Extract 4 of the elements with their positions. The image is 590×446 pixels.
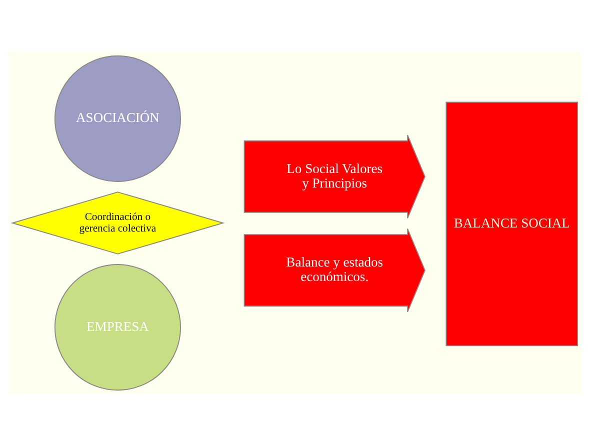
node-diamond: Coordinación o gerencia colectiva	[10, 192, 225, 254]
node-circle: EMPRESA	[54, 264, 181, 391]
node-box: BALANCE SOCIAL	[446, 102, 578, 346]
node-circle: ASOCIACIÓN	[54, 55, 181, 182]
